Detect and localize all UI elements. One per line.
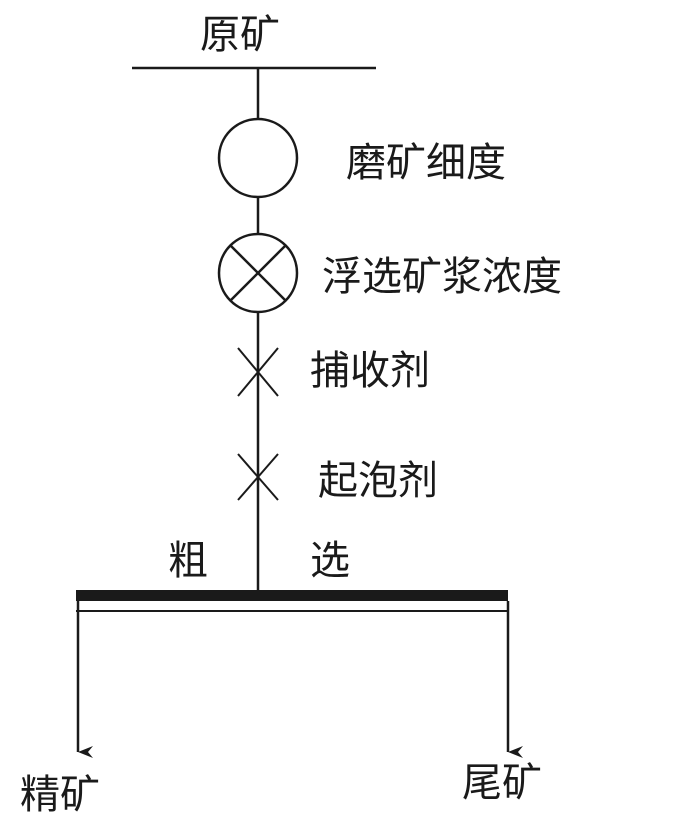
grinding-circle-symbol bbox=[217, 117, 299, 199]
grinding-fineness-label: 磨矿细度 bbox=[346, 140, 506, 186]
concentrate-label: 精矿 bbox=[20, 772, 100, 818]
ore-label: 原矿 bbox=[200, 12, 280, 58]
flotation-pulp-density-label: 浮选矿浆浓度 bbox=[322, 254, 562, 300]
frother-label: 起泡剂 bbox=[318, 458, 438, 504]
collector-addition-mark bbox=[237, 347, 279, 397]
rougher-label-left: 粗 bbox=[168, 538, 208, 584]
tailings-label: 尾矿 bbox=[462, 760, 542, 806]
pulp-density-symbol bbox=[217, 232, 299, 314]
rougher-cell-thick-bar bbox=[76, 590, 508, 601]
frother-addition-mark bbox=[237, 453, 279, 501]
collector-label: 捕收剂 bbox=[310, 348, 430, 394]
rougher-label-right: 选 bbox=[310, 538, 350, 584]
